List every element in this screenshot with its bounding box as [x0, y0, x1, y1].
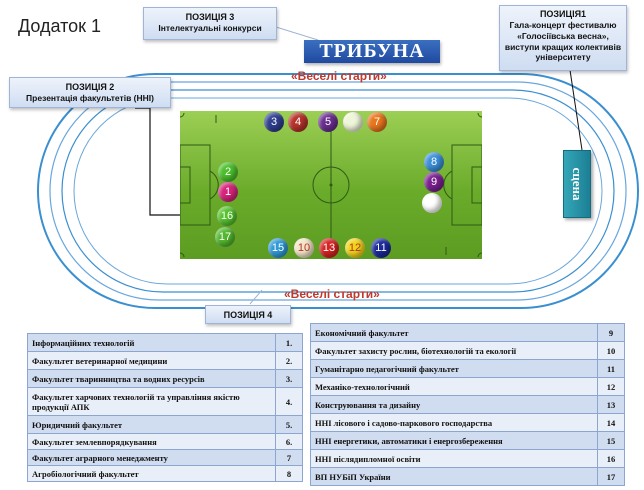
callout-position-3-body: Інтелектуальні конкурси [158, 23, 262, 34]
field-markings [180, 112, 482, 258]
faculty-number: 17 [597, 467, 625, 486]
faculty-row: Факультет захисту рослин, біотехнологій … [310, 341, 625, 360]
callout-position-2-head: ПОЗИЦІЯ 2 [65, 82, 115, 92]
tribuna-stand: ТРИБУНА [304, 40, 440, 63]
faculty-number: 5. [275, 415, 303, 434]
faculty-row: ННІ лісового і садово-паркового господар… [310, 413, 625, 432]
faculty-number: 10 [597, 341, 625, 360]
callout-position-2: ПОЗИЦІЯ 2 Презентація факультетів (ННІ) [9, 77, 171, 108]
faculty-number: 3. [275, 369, 303, 388]
faculty-name: Факультет аграрного менеджменту [27, 449, 276, 466]
callout-position-2-body: Презентація факультетів (ННІ) [26, 93, 154, 104]
faculty-number: 9 [597, 323, 625, 342]
callout-position-3-head: ПОЗИЦІЯ 3 [185, 12, 235, 22]
faculty-name: Інформаційних технологій [27, 333, 276, 352]
veseli-starty-bottom: «Веселі старти» [284, 287, 380, 301]
ball-1: 1 [218, 182, 238, 202]
faculty-number: 13 [597, 395, 625, 414]
faculty-row: Факультет тваринництва та водних ресурсі… [27, 369, 303, 388]
faculty-name: ННІ післядипломної освіти [310, 449, 598, 468]
page-title: Додаток 1 [18, 16, 102, 36]
faculty-name: Факультет харчових технологій та управлі… [27, 387, 276, 416]
faculty-number: 2. [275, 351, 303, 370]
ball-17: 17 [215, 227, 235, 247]
faculty-number: 15 [597, 431, 625, 450]
pos3-connector [275, 26, 319, 41]
faculty-name: Гуманітарно педагогічний факультет [310, 359, 598, 378]
ball-15: 15 [268, 238, 288, 258]
faculty-row: ННІ енергетики, автоматики і енергозбере… [310, 431, 625, 450]
faculty-name: Факультет ветеринарної медицини [27, 351, 276, 370]
veseli-starty-top: «Веселі старти» [291, 69, 387, 83]
faculty-number: 1. [275, 333, 303, 352]
faculty-number: 8 [275, 465, 303, 482]
callout-position-1-body: Гала-концерт фестивалю «Голосіївська вес… [504, 20, 622, 63]
track-inner-line [73, 97, 603, 285]
ball-3: 3 [264, 112, 284, 132]
ball-blank-right [422, 193, 442, 213]
faculty-number: 7 [275, 449, 303, 466]
faculty-name: Механіко-технологічний [310, 377, 598, 396]
track-outer-line [37, 73, 639, 309]
faculty-number: 6. [275, 433, 303, 450]
callout-position-4: ПОЗИЦІЯ 4 [205, 305, 291, 324]
pos1-connector [569, 69, 583, 151]
ball-2: 2 [218, 162, 238, 182]
faculty-name: ВП НУБіП України [310, 467, 598, 486]
faculty-name: Агробіологічний факультет [27, 465, 276, 482]
track-line-2 [49, 81, 627, 301]
stage-label: сцена [570, 167, 585, 201]
ball-7: 7 [367, 112, 387, 132]
ball-6-blank [343, 112, 363, 132]
faculty-name: Факультет захисту рослин, біотехнологій … [310, 341, 598, 360]
callout-position-1-head: ПОЗИЦІЯ1 [539, 9, 587, 19]
pos2-connector [135, 107, 180, 216]
faculty-name: Юридичний факультет [27, 415, 276, 434]
ball-9: 9 [424, 172, 444, 192]
faculty-name: Конструювання та дизайну [310, 395, 598, 414]
ball-13: 13 [319, 238, 339, 258]
ball-16: 16 [217, 206, 237, 226]
ball-8: 8 [424, 152, 444, 172]
callout-position-1: ПОЗИЦІЯ1 Гала-концерт фестивалю «Голосії… [499, 5, 627, 71]
faculty-number: 16 [597, 449, 625, 468]
faculty-number: 14 [597, 413, 625, 432]
faculty-row: Факультет харчових технологій та управлі… [27, 387, 303, 416]
faculty-name: ННІ лісового і садово-паркового господар… [310, 413, 598, 432]
faculty-number: 4. [275, 387, 303, 416]
ball-5: 5 [318, 112, 338, 132]
ball-11: 11 [371, 238, 391, 258]
ball-4: 4 [288, 112, 308, 132]
callout-position-4-head: ПОЗИЦІЯ 4 [223, 310, 273, 320]
pos4-connector [249, 289, 263, 305]
track-line-3 [61, 89, 615, 293]
faculty-name: Економічний факультет [310, 323, 598, 342]
callout-position-3: ПОЗИЦІЯ 3 Інтелектуальні конкурси [143, 7, 277, 40]
stage: сцена [563, 150, 591, 218]
faculty-name: ННІ енергетики, автоматики і енергозбере… [310, 431, 598, 450]
ball-12: 12 [345, 238, 365, 258]
ball-10: 10 [294, 238, 314, 258]
faculty-number: 12 [597, 377, 625, 396]
faculty-name: Факультет землевпорядкування [27, 433, 276, 450]
faculty-number: 11 [597, 359, 625, 378]
faculty-name: Факультет тваринництва та водних ресурсі… [27, 369, 276, 388]
